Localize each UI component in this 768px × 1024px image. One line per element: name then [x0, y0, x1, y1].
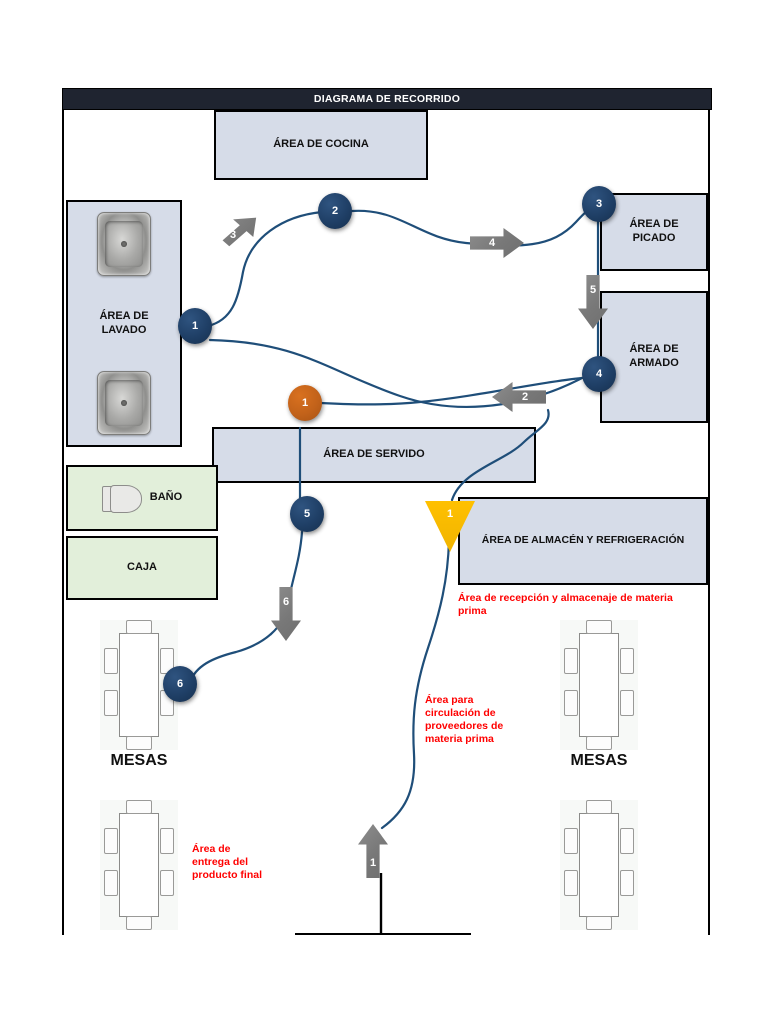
table-icon	[100, 800, 178, 930]
room-area-almacen[interactable]: ÁREA DE ALMACÉN Y REFRIGERACIÓN	[458, 497, 708, 585]
chair-icon	[586, 916, 612, 930]
frame-right	[708, 88, 710, 935]
room-label-lavado: ÁREA DE LAVADO	[99, 309, 149, 336]
path-armado-to-servido	[450, 408, 550, 502]
chair-icon	[160, 828, 174, 854]
room-label-bano: BAÑO	[149, 491, 183, 504]
sink-icon	[97, 212, 151, 276]
room-label-cocina: ÁREA DE COCINA	[273, 138, 369, 151]
chair-icon	[564, 648, 578, 674]
room-caja[interactable]: CAJA	[66, 536, 218, 600]
note-recepcion: Área de recepción y almacenaje de materi…	[458, 592, 673, 618]
table-icon	[560, 620, 638, 750]
mesas-right-bottom[interactable]	[560, 800, 638, 930]
room-area-lavado[interactable]: ÁREA DE LAVADO	[66, 200, 182, 447]
note-entrega: Área de entrega del producto final	[192, 843, 262, 882]
chair-icon	[586, 800, 612, 814]
room-area-servido[interactable]: ÁREA DE SERVIDO	[212, 427, 536, 483]
chair-icon	[620, 648, 634, 674]
room-area-picado[interactable]: ÁREA DE PICADO	[600, 193, 708, 271]
flow-marker-1[interactable]: 1	[178, 308, 212, 344]
table-icon	[560, 800, 638, 930]
path-1-to-2	[206, 210, 324, 328]
path-supplier-route	[380, 538, 451, 830]
page-title: DIAGRAMA DE RECORRIDO	[313, 93, 461, 105]
flow-marker-2[interactable]: 2	[318, 193, 352, 229]
path-5-to-6	[188, 530, 304, 684]
chair-icon	[126, 916, 152, 930]
room-label-caja: CAJA	[127, 561, 157, 574]
frame-left	[62, 88, 64, 935]
chair-icon	[620, 870, 634, 896]
chair-icon	[564, 828, 578, 854]
room-label-almacen: ÁREA DE ALMACÉN Y REFRIGERACIÓN	[481, 534, 685, 547]
mesas-left-bottom[interactable]	[100, 800, 178, 930]
room-area-armado[interactable]: ÁREA DE ARMADO	[600, 291, 708, 423]
chair-icon	[104, 828, 118, 854]
path-4-to-servido	[318, 376, 584, 406]
chair-icon	[126, 620, 152, 634]
toilet-icon	[101, 485, 142, 513]
room-bano[interactable]: BAÑO	[66, 465, 218, 531]
mesas-caption: MESAS	[110, 752, 168, 769]
sink-icon	[97, 371, 151, 435]
frame-bottom-entrance-left	[295, 933, 471, 935]
chair-icon	[564, 690, 578, 716]
diagram-title-bar: DIAGRAMA DE RECORRIDO	[62, 88, 712, 110]
note-circulacion: Área para circulación de proveedores de …	[425, 694, 504, 746]
flow-marker-6[interactable]: 6	[163, 666, 197, 702]
chair-icon	[564, 870, 578, 896]
flow-marker-4[interactable]: 4	[582, 356, 616, 392]
chair-icon	[586, 736, 612, 750]
mesas-right-top[interactable]: MESAS	[560, 620, 638, 769]
flow-marker-3[interactable]: 3	[582, 186, 616, 222]
chair-icon	[104, 648, 118, 674]
chair-icon	[126, 736, 152, 750]
chair-icon	[126, 800, 152, 814]
inspection-marker-1[interactable]: 1	[288, 385, 322, 421]
chair-icon	[620, 828, 634, 854]
chair-icon	[104, 690, 118, 716]
chair-icon	[586, 620, 612, 634]
chair-icon	[620, 690, 634, 716]
mesas-caption: MESAS	[570, 752, 628, 769]
room-area-cocina[interactable]: ÁREA DE COCINA	[214, 110, 428, 180]
chair-icon	[104, 870, 118, 896]
frame-bottom-left	[62, 933, 64, 935]
chair-icon	[160, 870, 174, 896]
room-label-servido: ÁREA DE SERVIDO	[323, 448, 425, 461]
flow-marker-5[interactable]: 5	[290, 496, 324, 532]
